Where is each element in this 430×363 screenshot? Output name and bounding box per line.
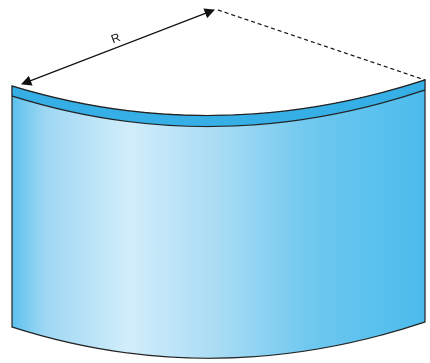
radius-arrow xyxy=(21,8,215,86)
radius-label: R xyxy=(109,30,122,46)
radius-dashed-line xyxy=(217,9,426,81)
panel-top-band xyxy=(11,79,426,128)
